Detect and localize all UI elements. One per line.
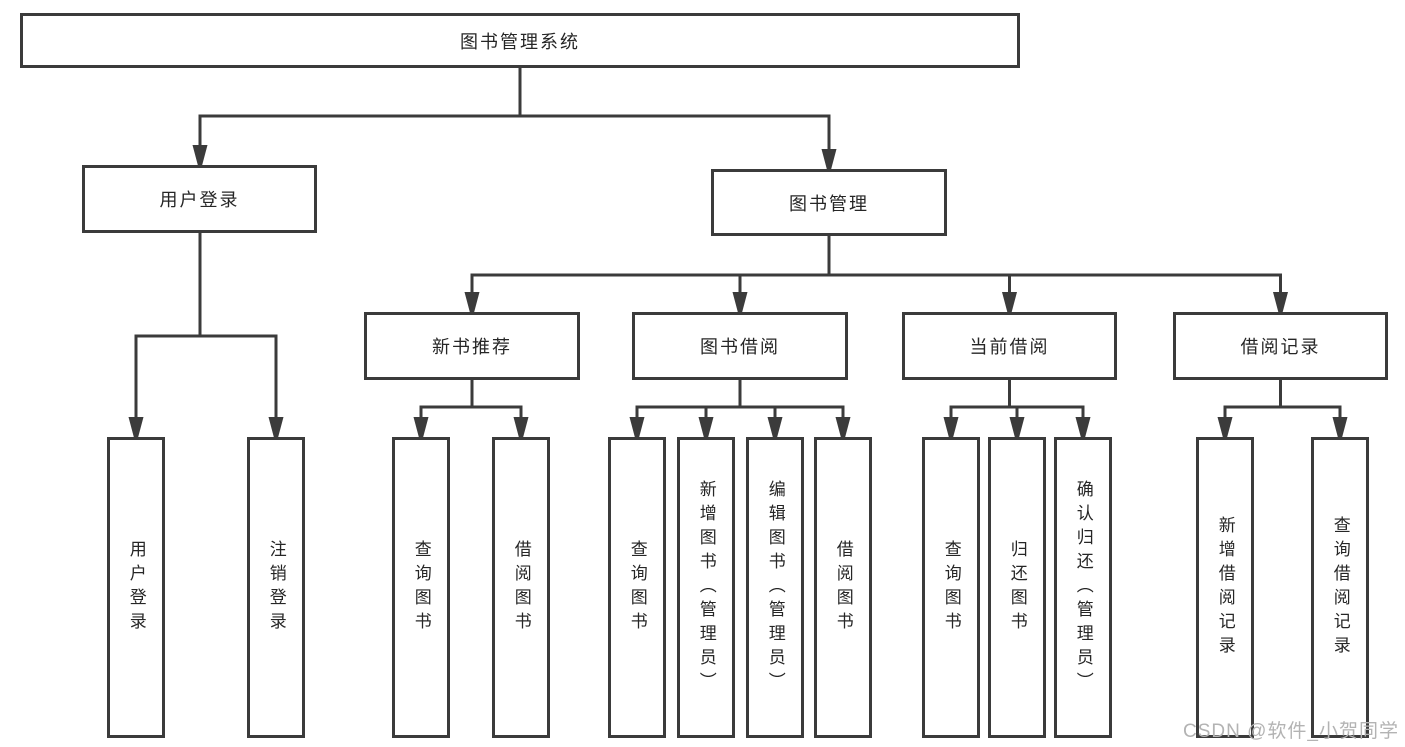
leaf-return-books-label: 归还图书 (1007, 539, 1027, 636)
node-current-borrowing: 当前借阅 (902, 312, 1117, 380)
arrowhead-icon (1217, 417, 1233, 437)
arrowhead-icon (1009, 417, 1025, 437)
leaf-confirm-return-admin: 确认归还（管理员） (1054, 437, 1112, 738)
csdn-watermark: CSDN @软件_小贺同学 (1183, 721, 1399, 742)
node-book-borrowing-label: 图书借阅 (700, 337, 780, 357)
leaf-edit-books-admin-label: 编辑图书（管理员） (765, 479, 785, 696)
leaf-query-books-current: 查询图书 (922, 437, 980, 738)
leaf-borrow-books: 借阅图书 (814, 437, 872, 738)
connector-book-mgmt-children (470, 234, 1282, 298)
arrowhead-icon (835, 417, 851, 437)
leaf-add-borrow-record-label: 新增借阅记录 (1215, 515, 1235, 660)
node-book-borrowing: 图书借阅 (632, 312, 848, 380)
leaf-add-books-admin: 新增图书（管理员） (677, 437, 735, 738)
node-book-management-label: 图书管理 (789, 193, 869, 214)
arrowhead-icon (1002, 292, 1017, 312)
leaf-query-borrow-record-label: 查询借阅记录 (1330, 515, 1350, 660)
leaf-query-borrow-record: 查询借阅记录 (1311, 437, 1369, 738)
leaf-borrow-books-recommend-label: 借阅图书 (511, 539, 531, 636)
arrowhead-icon (1273, 292, 1288, 312)
node-new-book-recommendation-label: 新书推荐 (432, 337, 512, 357)
connector-new-book-children (419, 378, 523, 423)
arrowhead-icon (821, 149, 837, 169)
arrowhead-icon (464, 292, 480, 312)
leaf-query-books-recommend: 查询图书 (392, 437, 450, 738)
connector-root-to-level2 (198, 66, 831, 154)
leaf-logout-label: 注销登录 (266, 539, 286, 636)
arrowhead-icon (513, 417, 529, 437)
node-current-borrowing-label: 当前借阅 (969, 337, 1050, 357)
leaf-query-books-borrowing: 查询图书 (608, 437, 666, 738)
leaf-query-books-recommend-label: 查询图书 (411, 539, 431, 636)
node-root: 图书管理系统 (20, 13, 1020, 68)
arrowhead-icon (413, 417, 429, 437)
connector-user-login-children (134, 231, 278, 423)
arrowhead-icon (1332, 417, 1348, 437)
leaf-edit-books-admin: 编辑图书（管理员） (746, 437, 804, 738)
arrowhead-icon (192, 145, 208, 165)
node-user-login-label: 用户登录 (159, 190, 240, 210)
connector-borrow-records-children (1223, 378, 1342, 423)
arrowhead-icon (629, 417, 645, 437)
leaf-borrow-books-label: 借阅图书 (833, 539, 853, 636)
leaf-return-books: 归还图书 (988, 437, 1046, 738)
connector-book-borrow-children (635, 378, 845, 423)
arrowhead-icon (943, 417, 959, 437)
node-borrowing-records: 借阅记录 (1173, 312, 1388, 380)
leaf-query-books-current-label: 查询图书 (941, 539, 961, 636)
node-user-login: 用户登录 (82, 165, 317, 233)
node-borrowing-records-label: 借阅记录 (1240, 337, 1321, 357)
arrowhead-icon (1075, 417, 1091, 437)
connector-current-borrow-children (949, 378, 1085, 423)
node-book-management: 图书管理 (711, 169, 947, 236)
arrowhead-icon (767, 417, 783, 437)
leaf-add-books-admin-label: 新增图书（管理员） (696, 479, 716, 696)
leaf-confirm-return-admin-label: 确认归还（管理员） (1073, 479, 1093, 696)
node-root-label: 图书管理系统 (460, 31, 580, 52)
leaf-borrow-books-recommend: 借阅图书 (492, 437, 550, 738)
arrowhead-icon (698, 417, 714, 437)
leaf-query-books-borrowing-label: 查询图书 (627, 539, 647, 636)
arrowhead-icon (732, 292, 748, 312)
arrowhead-icon (128, 417, 144, 437)
leaf-logout: 注销登录 (247, 437, 305, 738)
node-new-book-recommendation: 新书推荐 (364, 312, 580, 380)
leaf-user-login: 用户登录 (107, 437, 165, 738)
arrowhead-icon (268, 417, 284, 437)
leaf-user-login-label: 用户登录 (126, 539, 146, 636)
leaf-add-borrow-record: 新增借阅记录 (1196, 437, 1254, 738)
